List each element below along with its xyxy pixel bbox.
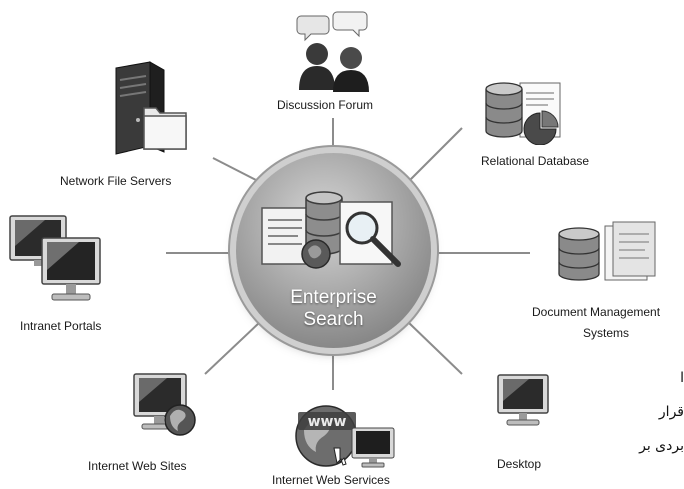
- label-intranet-portals: Intranet Portals: [20, 319, 102, 333]
- database-chart-icon: [485, 82, 561, 145]
- spoke-internet-web-sites: [204, 321, 261, 375]
- hub-title-line1: Enterprise: [290, 287, 377, 308]
- spoke-relational-database: [407, 127, 463, 183]
- spoke-network-file-servers: [212, 157, 261, 183]
- label-internet-web-sites: Internet Web Sites: [88, 459, 187, 473]
- svg-text:www: www: [308, 414, 347, 430]
- www-globe-monitor-icon: www: [295, 405, 395, 468]
- spoke-desktop: [407, 321, 463, 375]
- label-document-management-line2: Systems: [583, 326, 630, 340]
- label-network-file-servers: Network File Servers: [60, 174, 172, 188]
- label-internet-web-services: Internet Web Services: [272, 473, 390, 487]
- server-folder-icon: [115, 61, 187, 155]
- people-chat-icon: [296, 11, 369, 92]
- label-desktop: Desktop: [497, 457, 542, 471]
- monitor-icon: [497, 374, 549, 426]
- hub-title-line2: Search: [303, 309, 364, 330]
- label-document-management-line1: Document Management: [532, 305, 661, 319]
- overflow-text-line1: ا: [680, 370, 684, 386]
- overflow-text-line3: بردی بر: [639, 438, 684, 454]
- label-discussion-forum: Discussion Forum: [277, 98, 374, 112]
- overflow-text-line2: قرار: [658, 404, 684, 420]
- database-folder-icon: [558, 221, 656, 281]
- monitor-globe-icon: [133, 373, 196, 436]
- search-documents-database-icon: [261, 191, 401, 269]
- label-relational-database: Relational Database: [481, 154, 590, 168]
- dual-monitor-icon: [9, 215, 101, 301]
